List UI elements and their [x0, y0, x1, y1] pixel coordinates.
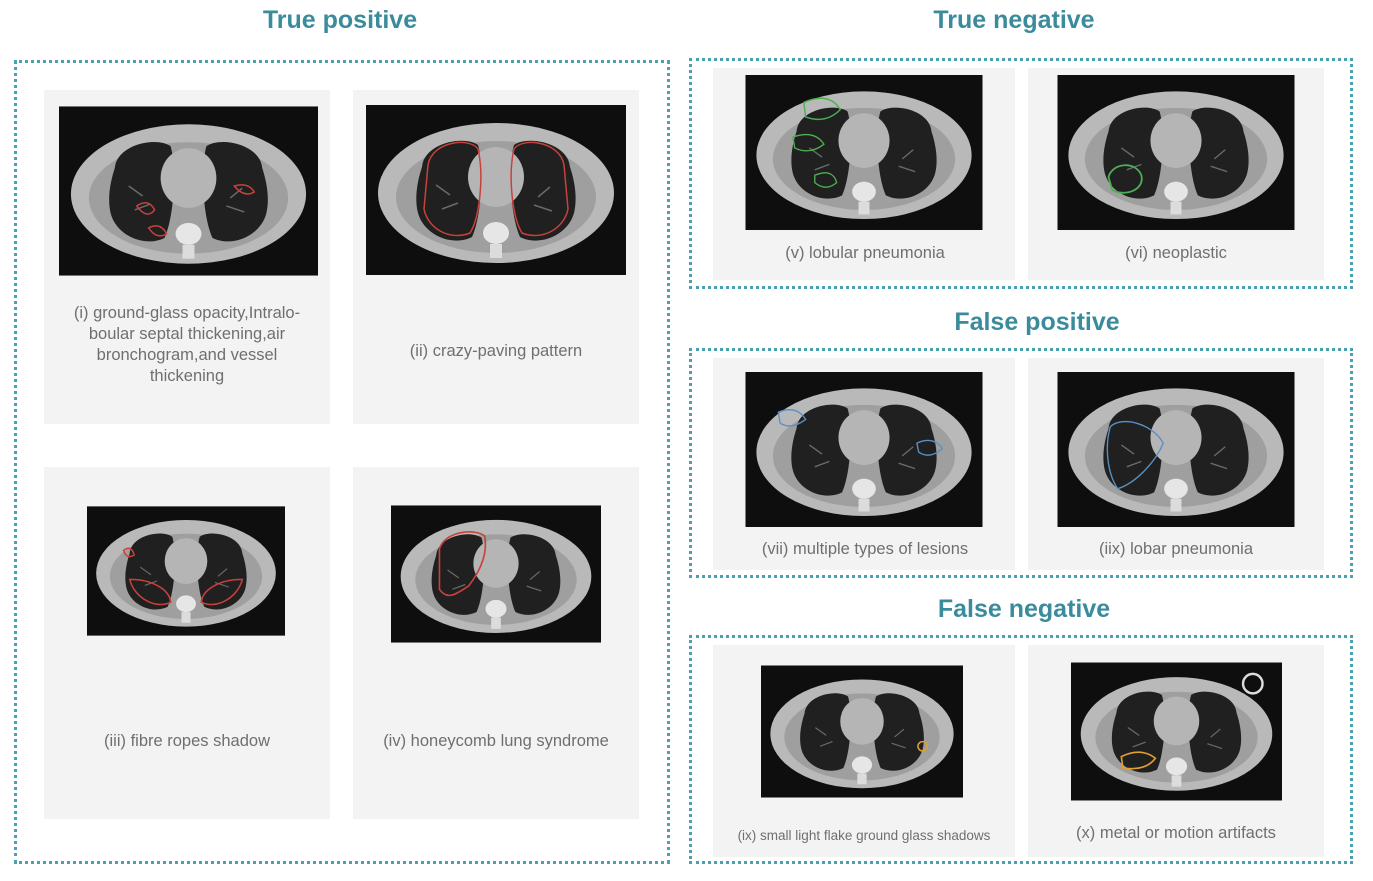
caption-v: (v) lobular pneumonia — [785, 244, 945, 262]
ct-scan-image-iv — [391, 490, 601, 658]
caption-i: (i) ground-glass opacity,Intralo-boular … — [73, 304, 301, 385]
caption-ix: (ix) small light flake ground glass shad… — [737, 828, 991, 843]
caption-ii: (ii) crazy-paving pattern — [409, 342, 583, 360]
ct-scan-image-iii — [87, 485, 285, 657]
lesion-outline-icon — [135, 184, 256, 237]
title-true-negative: True negative — [933, 6, 1095, 34]
title-true-positive: True positive — [262, 6, 418, 34]
title-false-positive: False positive — [954, 308, 1120, 336]
caption-iix: (iix) lobar pneumonia — [1098, 540, 1254, 558]
group-false-negative — [689, 635, 1353, 864]
caption-x: (x) metal or motion artifacts — [1076, 824, 1276, 842]
title-false-negative: False negative — [937, 595, 1111, 623]
ct-scan-image-x — [1071, 654, 1282, 809]
ct-scan-image-vii — [738, 372, 990, 527]
group-false-positive — [689, 348, 1353, 578]
ct-scan-image-i — [59, 106, 318, 276]
group-true-positive — [14, 60, 670, 864]
ct-scan-image-ix — [761, 654, 963, 809]
caption-vii: (vii) multiple types of lesions — [761, 540, 969, 558]
ct-scan-image-ii — [366, 105, 626, 275]
caption-iii: (iii) fibre ropes shadow — [104, 732, 270, 750]
caption-vi: (vi) neoplastic — [1125, 244, 1227, 262]
ct-scan-image-iix — [1050, 372, 1302, 527]
group-true-negative — [689, 58, 1353, 289]
metal-artifact-icon — [1241, 672, 1264, 695]
caption-iv: (iv) honeycomb lung syndrome — [383, 732, 609, 750]
ct-scan-image-v — [738, 75, 990, 230]
ct-scan-image-vi — [1050, 75, 1302, 230]
